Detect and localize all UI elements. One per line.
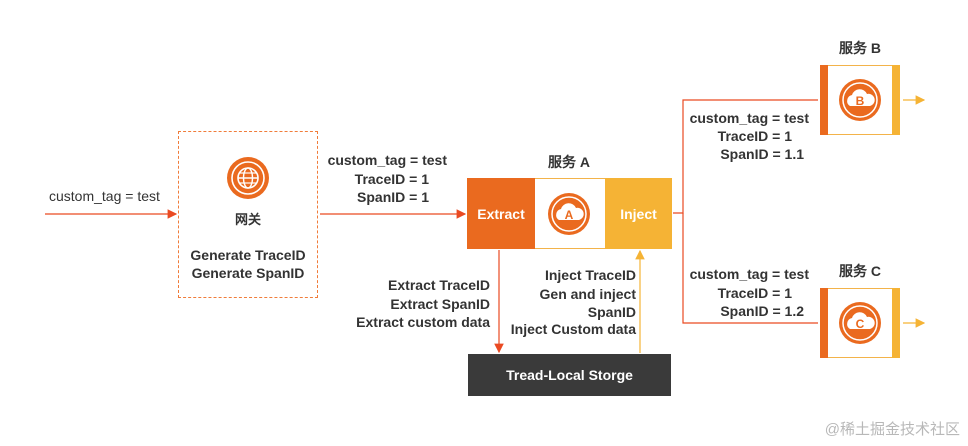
extract-note-trace: Extract TraceID (388, 277, 490, 293)
inject-note-trace: Inject TraceID (544, 267, 636, 283)
input-custom-tag: custom_tag = test (49, 188, 160, 204)
inject-note-span: SpanID (587, 304, 636, 320)
label-a-span-id: SpanID = 1 (357, 189, 429, 205)
service-a-inject: Inject (605, 178, 672, 249)
connector-service-a-to-c (682, 213, 818, 324)
gateway-box: 网关 Generate TraceID Generate SpanID (178, 131, 318, 298)
cloud-icon: C (839, 302, 881, 344)
cloud-icon: B (839, 79, 881, 121)
connector-service-a-to-b (673, 99, 818, 214)
storage-label: Tread-Local Storge (506, 367, 633, 383)
extract-note-span: Extract SpanID (390, 296, 490, 312)
gateway-line-trace: Generate TraceID (190, 247, 306, 263)
watermark: @稀土掘金技术社区 (824, 421, 960, 438)
gateway-title: 网关 (234, 212, 261, 227)
globe-icon (227, 157, 269, 199)
label-c-trace-id: TraceID = 1 (717, 285, 792, 301)
inject-note-custom: Inject Custom data (510, 321, 636, 337)
label-c-span-id: SpanID = 1.2 (720, 303, 804, 319)
inject-label: Inject (620, 205, 657, 222)
service-b-badge: B (856, 94, 865, 108)
label-c-custom-tag: custom_tag = test (689, 266, 809, 282)
label-b-custom-tag: custom_tag = test (689, 110, 809, 126)
label-a-trace-id: TraceID = 1 (354, 171, 429, 187)
service-a-extract: Extract (467, 178, 535, 249)
service-c-box: C (820, 288, 900, 358)
label-a-custom-tag: custom_tag = test (327, 152, 447, 168)
service-c-badge: C (856, 317, 865, 331)
extract-label: Extract (477, 205, 525, 222)
label-b-span-id: SpanID = 1.1 (720, 146, 804, 162)
service-a-badge: A (565, 208, 574, 222)
service-b-title: 服务 B (839, 40, 881, 56)
service-a-title: 服务 A (548, 154, 590, 170)
service-c-title: 服务 C (839, 263, 881, 279)
inject-note-gen: Gen and inject (539, 286, 636, 302)
service-b-box: B (820, 65, 900, 135)
gateway-line-span: Generate SpanID (191, 265, 305, 281)
extract-note-custom: Extract custom data (356, 314, 490, 330)
label-b-trace-id: TraceID = 1 (717, 128, 792, 144)
service-a-core: A (535, 178, 605, 249)
cloud-icon: A (548, 193, 590, 235)
thread-local-storage: Tread-Local Storge (468, 354, 671, 396)
